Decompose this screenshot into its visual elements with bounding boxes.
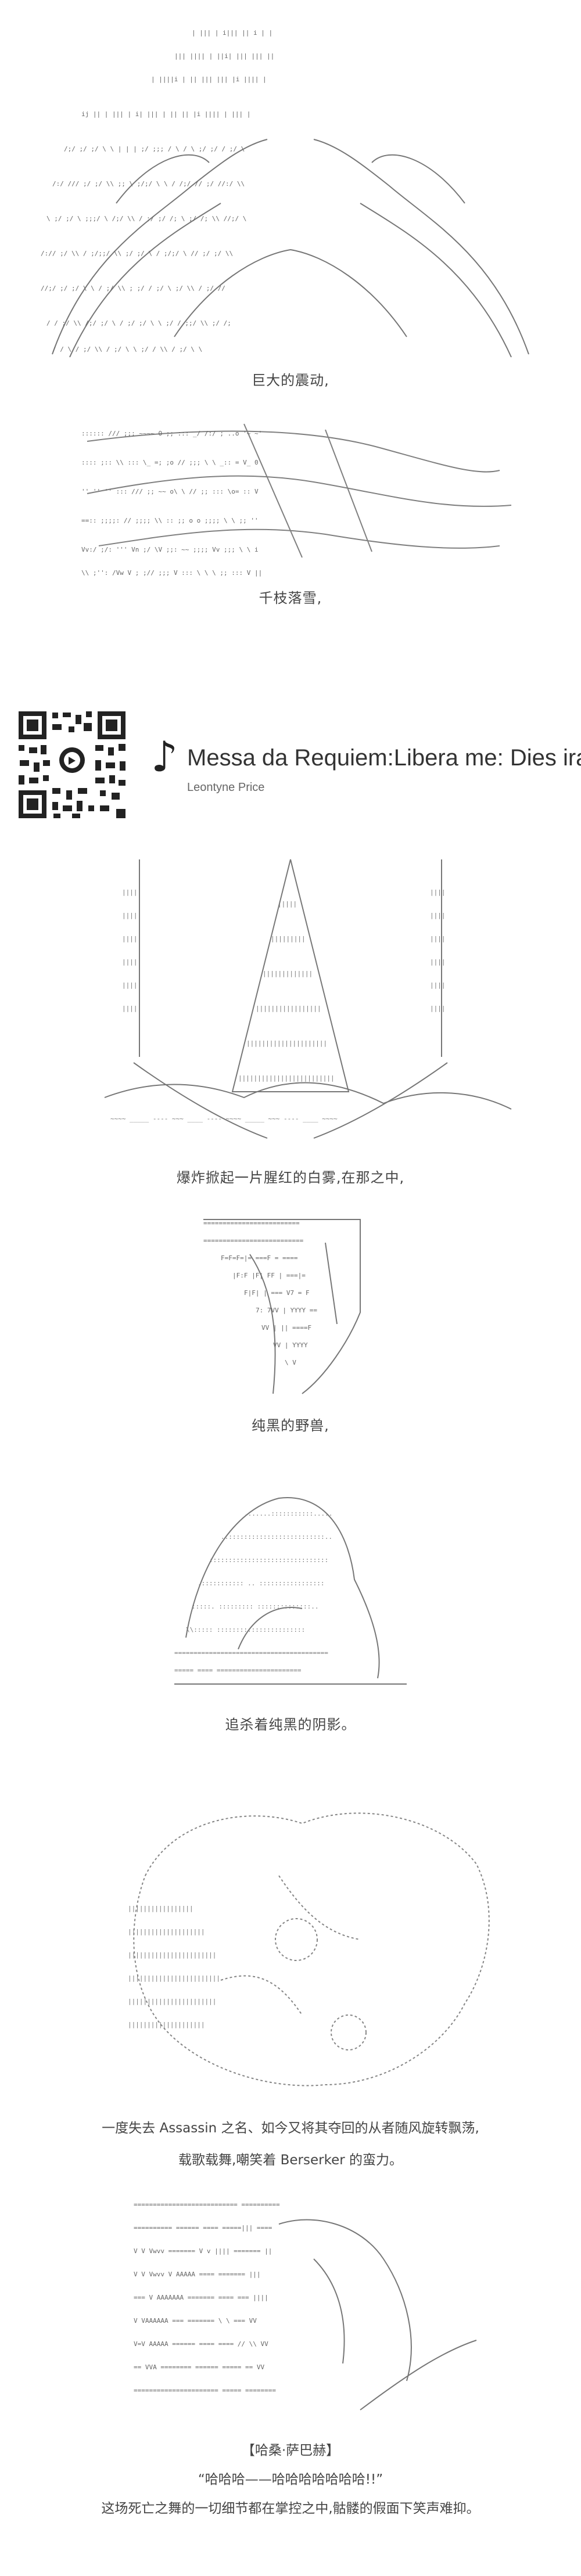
qr-code-icon[interactable]	[14, 707, 130, 823]
svg-text:|||||||||||||||||||||||||: |||||||||||||||||||||||||	[238, 1074, 335, 1082]
svg-text:F=F=F=|= ===F = ====: F=F=F=|= ===F = ====	[221, 1254, 298, 1262]
svg-text::::::. ::::::::: ::::::::::::: :::::. ::::::::: ::::::::::::::..	[192, 1603, 319, 1610]
svg-text:\ V: \ V	[285, 1359, 296, 1366]
svg-text:.......:::::::::::.....: .......:::::::::::.....	[244, 1510, 332, 1517]
svg-text:||||||||||||||||||||||||: ||||||||||||||||||||||||	[128, 1974, 220, 1982]
svg-text:===== ==== ==================: ===== ==== ======================	[174, 1667, 302, 1674]
svg-text:|||||||||: |||||||||	[271, 935, 306, 942]
svg-text:V V Vwvv V AAAAA ==== =====: V V Vwvv V AAAAA ==== ======= |||	[134, 2271, 261, 2278]
svg-text:/;/ ;/ ;/ \ \ | | | ;/ ;;; / \: /;/ ;/ ;/ \ \ | | | ;/ ;;; / \ / \ ;/ ;/…	[64, 145, 245, 153]
svg-text:Vv:/ ;/: ''' Vn ;/ \V ;;: ~~: Vv:/ ;/: ''' Vn ;/ \V ;;: ~~ ;;;; Vv ;;;…	[81, 546, 259, 553]
ascii-art-snow-branches: :::::: /// ;;; ~~~~ O ;; ::: _/ /:/ ; ..…	[0, 406, 581, 581]
caption-1: 巨大的震动,	[252, 372, 329, 388]
svg-text:|||||||||||||||||||||||: |||||||||||||||||||||||	[128, 1998, 216, 2005]
svg-text:||||: ||||	[430, 912, 446, 919]
caption-6: 一度失去 Assassin 之名、如今又将其夺回的从者随风旋转飘荡,	[102, 2121, 479, 2136]
dialogue-quote: “哈哈哈——哈哈哈哈哈哈哈!!”	[198, 2472, 383, 2487]
svg-text:|||||: |||||	[278, 900, 297, 908]
svg-text:V VAAAAAA === ======= \ \ =: V VAAAAAA === ======= \ \ === VV	[134, 2317, 257, 2325]
svg-text:====================== =====: ====================== ===== ========	[134, 2387, 276, 2394]
song-artist: Leontyne Price	[187, 781, 265, 794]
svg-text:||||: ||||	[122, 935, 138, 942]
svg-text:=========================: =========================	[203, 1219, 300, 1227]
svg-text:||||: ||||	[122, 888, 138, 896]
svg-text:==:: ;;;;: // ;;;; \\ :: ;; o: ==:: ;;;;: // ;;;; \\ :: ;; o o ;;;; \ \…	[81, 517, 259, 524]
svg-text:.::::::::::::::::::::::::::..: .::::::::::::::::::::::::::..	[221, 1533, 332, 1541]
svg-text:||||: ||||	[430, 935, 446, 942]
svg-text:||||: ||||	[122, 1005, 138, 1012]
svg-text:'' '' '' ::: /// ;; ~~ o\ \: '' '' '' ::: /// ;; ~~ o\ \ // ;; ::: \o…	[81, 488, 259, 495]
ascii-art-towers: |||| |||| |||| |||| |||| |||| |||| |||| |||| |…	[0, 848, 581, 1156]
svg-text:========== ====== ==== ====: ========== ====== ==== =====||| ====	[134, 2224, 272, 2232]
svg-text:~~~~ _____ ---- ~~~ ____ ----: ~~~~ _____ ---- ~~~ ____ ---- ~~~~ _____…	[110, 1115, 338, 1122]
ascii-art-black-shadow: .......:::::::::::..... .:::::::::::::::…	[0, 1475, 581, 1696]
svg-text::::::: /// ;;; ~~~~ O ;; :: :::::: /// ;;; ~~~~ O ;; ::: _/ /:/ ; ..…	[81, 430, 262, 437]
svg-text:/:/ /// ;/ ;/ \\ ;; \ ;/;/ \: /:/ /// ;/ ;/ \\ ;; \ ;/;/ \ \ / /;/ // …	[52, 180, 245, 188]
song-title: Messa da Requiem:Libera me: Dies irae	[187, 745, 581, 771]
svg-text:||||||||||||||||||||: ||||||||||||||||||||	[128, 2021, 205, 2028]
svg-text:| ||||i | || ||| ||| |i ||||: | ||||i | || ||| ||| |i |||| |	[151, 75, 267, 83]
svg-text:||||: ||||	[430, 958, 446, 966]
caption-7: 载歌载舞,嘲笑着 Berserker 的蛮力。	[178, 2153, 403, 2168]
caption-4: 纯黑的野兽,	[252, 1417, 329, 1434]
svg-text:7: 7VV | YYYY ==: 7: 7VV | YYYY ==	[256, 1307, 317, 1314]
svg-text:::::::::::::::::::::::::::::::: :::::::::::::::::::::::::::::::	[209, 1556, 328, 1564]
svg-text:== VVA ======== ====== =====: == VVA ======== ====== ===== == VV	[134, 2363, 265, 2371]
ascii-art-explosion: | ||| | i||| || i | | ||| |||| | ||i| ||…	[0, 12, 581, 360]
svg-text:||| |||| | ||i| ||| ||| ||: ||| |||| | ||i| ||| ||| ||	[174, 52, 274, 60]
svg-text:==============================: ========================================	[174, 1649, 328, 1657]
music-card[interactable]: ♪ Messa da Requiem:Libera me: Dies irae …	[6, 700, 581, 833]
ascii-art-black-beast: ========================= ==============…	[0, 1208, 581, 1405]
svg-text:| ||| | i||| || i | |: | ||| | i||| || i | |	[192, 29, 272, 37]
svg-text:||||: ||||	[122, 912, 138, 919]
music-note-icon: ♪	[151, 732, 178, 781]
svg-text:VV | || ====F: VV | || ====F	[261, 1324, 311, 1332]
svg-text:|F:F |F| FF | ===|=: |F:F |F| FF | ===|=	[232, 1272, 306, 1279]
svg-text:|||||||||||||: |||||||||||||	[263, 970, 313, 977]
svg-text:\\::::: :::::::::::::::::::::: \\::::: :::::::::::::::::::::::	[186, 1626, 305, 1634]
svg-text:F|F| | === V7 = F: F|F| | === V7 = F	[244, 1289, 310, 1297]
caption-2: 千枝落雪,	[259, 590, 322, 606]
svg-text:==========================: ==========================	[203, 1237, 304, 1244]
svg-text:||||: ||||	[122, 958, 138, 966]
svg-text:/ / ;/ \\ /;/ ;/ \ / ;/ ;/ \: / / ;/ \\ /;/ ;/ \ / ;/ ;/ \ \ ;/ / ;;/ …	[46, 319, 231, 327]
svg-text:.::::::::::: .. ::::::::::::::: .::::::::::: .. :::::::::::::::::	[198, 1580, 325, 1587]
svg-text:\\ ;'': /Vw V ; ;// ;;; V ::: \\ ;'': /Vw V ; ;// ;;; V ::: \ \ \ ;; :…	[81, 569, 262, 577]
svg-text:|||||||||||||||||: |||||||||||||||||	[256, 1005, 321, 1012]
svg-text:||||: ||||	[430, 888, 446, 896]
svg-text:||||: ||||	[122, 981, 138, 989]
svg-text:||||: ||||	[430, 1005, 446, 1012]
svg-text:\ ;/ ;/ \ ;;;/ \ /;/ \\ / ;/: \ ;/ ;/ \ ;;;/ \ /;/ \\ / ;/ ;/ /; \ ;/ …	[46, 215, 246, 222]
caption-3: 爆炸掀起一片腥红的白雾,在那之中,	[176, 1170, 405, 1186]
svg-text:||||: ||||	[430, 981, 446, 989]
speaker-label: 【哈桑·萨巴赫】	[241, 2443, 340, 2458]
svg-text://;/ ;/ ;/ \ \ / ;/ \\ ; ;/ /: //;/ ;/ ;/ \ \ / ;/ \\ ; ;/ / ;/ \ ;/ \\…	[41, 285, 225, 292]
caption-5: 追杀着纯黑的阴影。	[225, 1717, 356, 1733]
svg-text:/:// ;/ \\ / ;/;;/ \\ ;/ ;/ \: /:// ;/ \\ / ;/;;/ \\ ;/ ;/ \ / ;/;/ \ /…	[41, 250, 233, 257]
svg-text::::: ;:: \\ ::: \_ =; ;o // ;: :::: ;:: \\ ::: \_ =; ;o // ;;; \ \ _:: …	[81, 459, 259, 466]
closing-line: 这场死亡之舞的一切细节都在掌控之中,骷髅的假面下笑声难抑。	[101, 2501, 480, 2516]
svg-text:||||||||||||||||||||: ||||||||||||||||||||	[128, 1928, 205, 1935]
svg-text:V=V AAAAA ====== ==== ==== //: V=V AAAAA ====== ==== ==== // \\ VV	[134, 2340, 268, 2348]
svg-text:=========================== =: =========================== ==========	[134, 2201, 280, 2208]
svg-text:|||||||||||||||||: |||||||||||||||||	[128, 1905, 193, 1912]
ascii-art-assassin: ||||||||||||||||| |||||||||||||||||||| |…	[0, 1794, 581, 2096]
ascii-art-hassan: =========================== ========== =…	[0, 2189, 581, 2422]
svg-text:VV | YYYY: VV | YYYY	[273, 1341, 308, 1349]
svg-text:=== V AAAAAAA ======= ==== ==: === V AAAAAAA ======= ==== === ||||	[134, 2294, 268, 2301]
svg-text:V V Vwvv ======= V v |||| ===: V V Vwvv ======= V v |||| ======= ||	[134, 2247, 272, 2255]
svg-text:/ / \ / ;/ \\ / ;/ \ \ ;/ /: / / \ / ;/ \\ / ;/ \ \ ;/ / \\ / ;/ \ \	[52, 346, 202, 353]
svg-text:|||||||||||||||||||||||: |||||||||||||||||||||||	[128, 1951, 216, 1959]
svg-text:|||||||||||||||||||||: |||||||||||||||||||||	[246, 1039, 327, 1047]
svg-text:ij || | ||| | i| ||| | || |: ij || | ||| | i| ||| | || || |i |||| | |…	[81, 110, 250, 118]
